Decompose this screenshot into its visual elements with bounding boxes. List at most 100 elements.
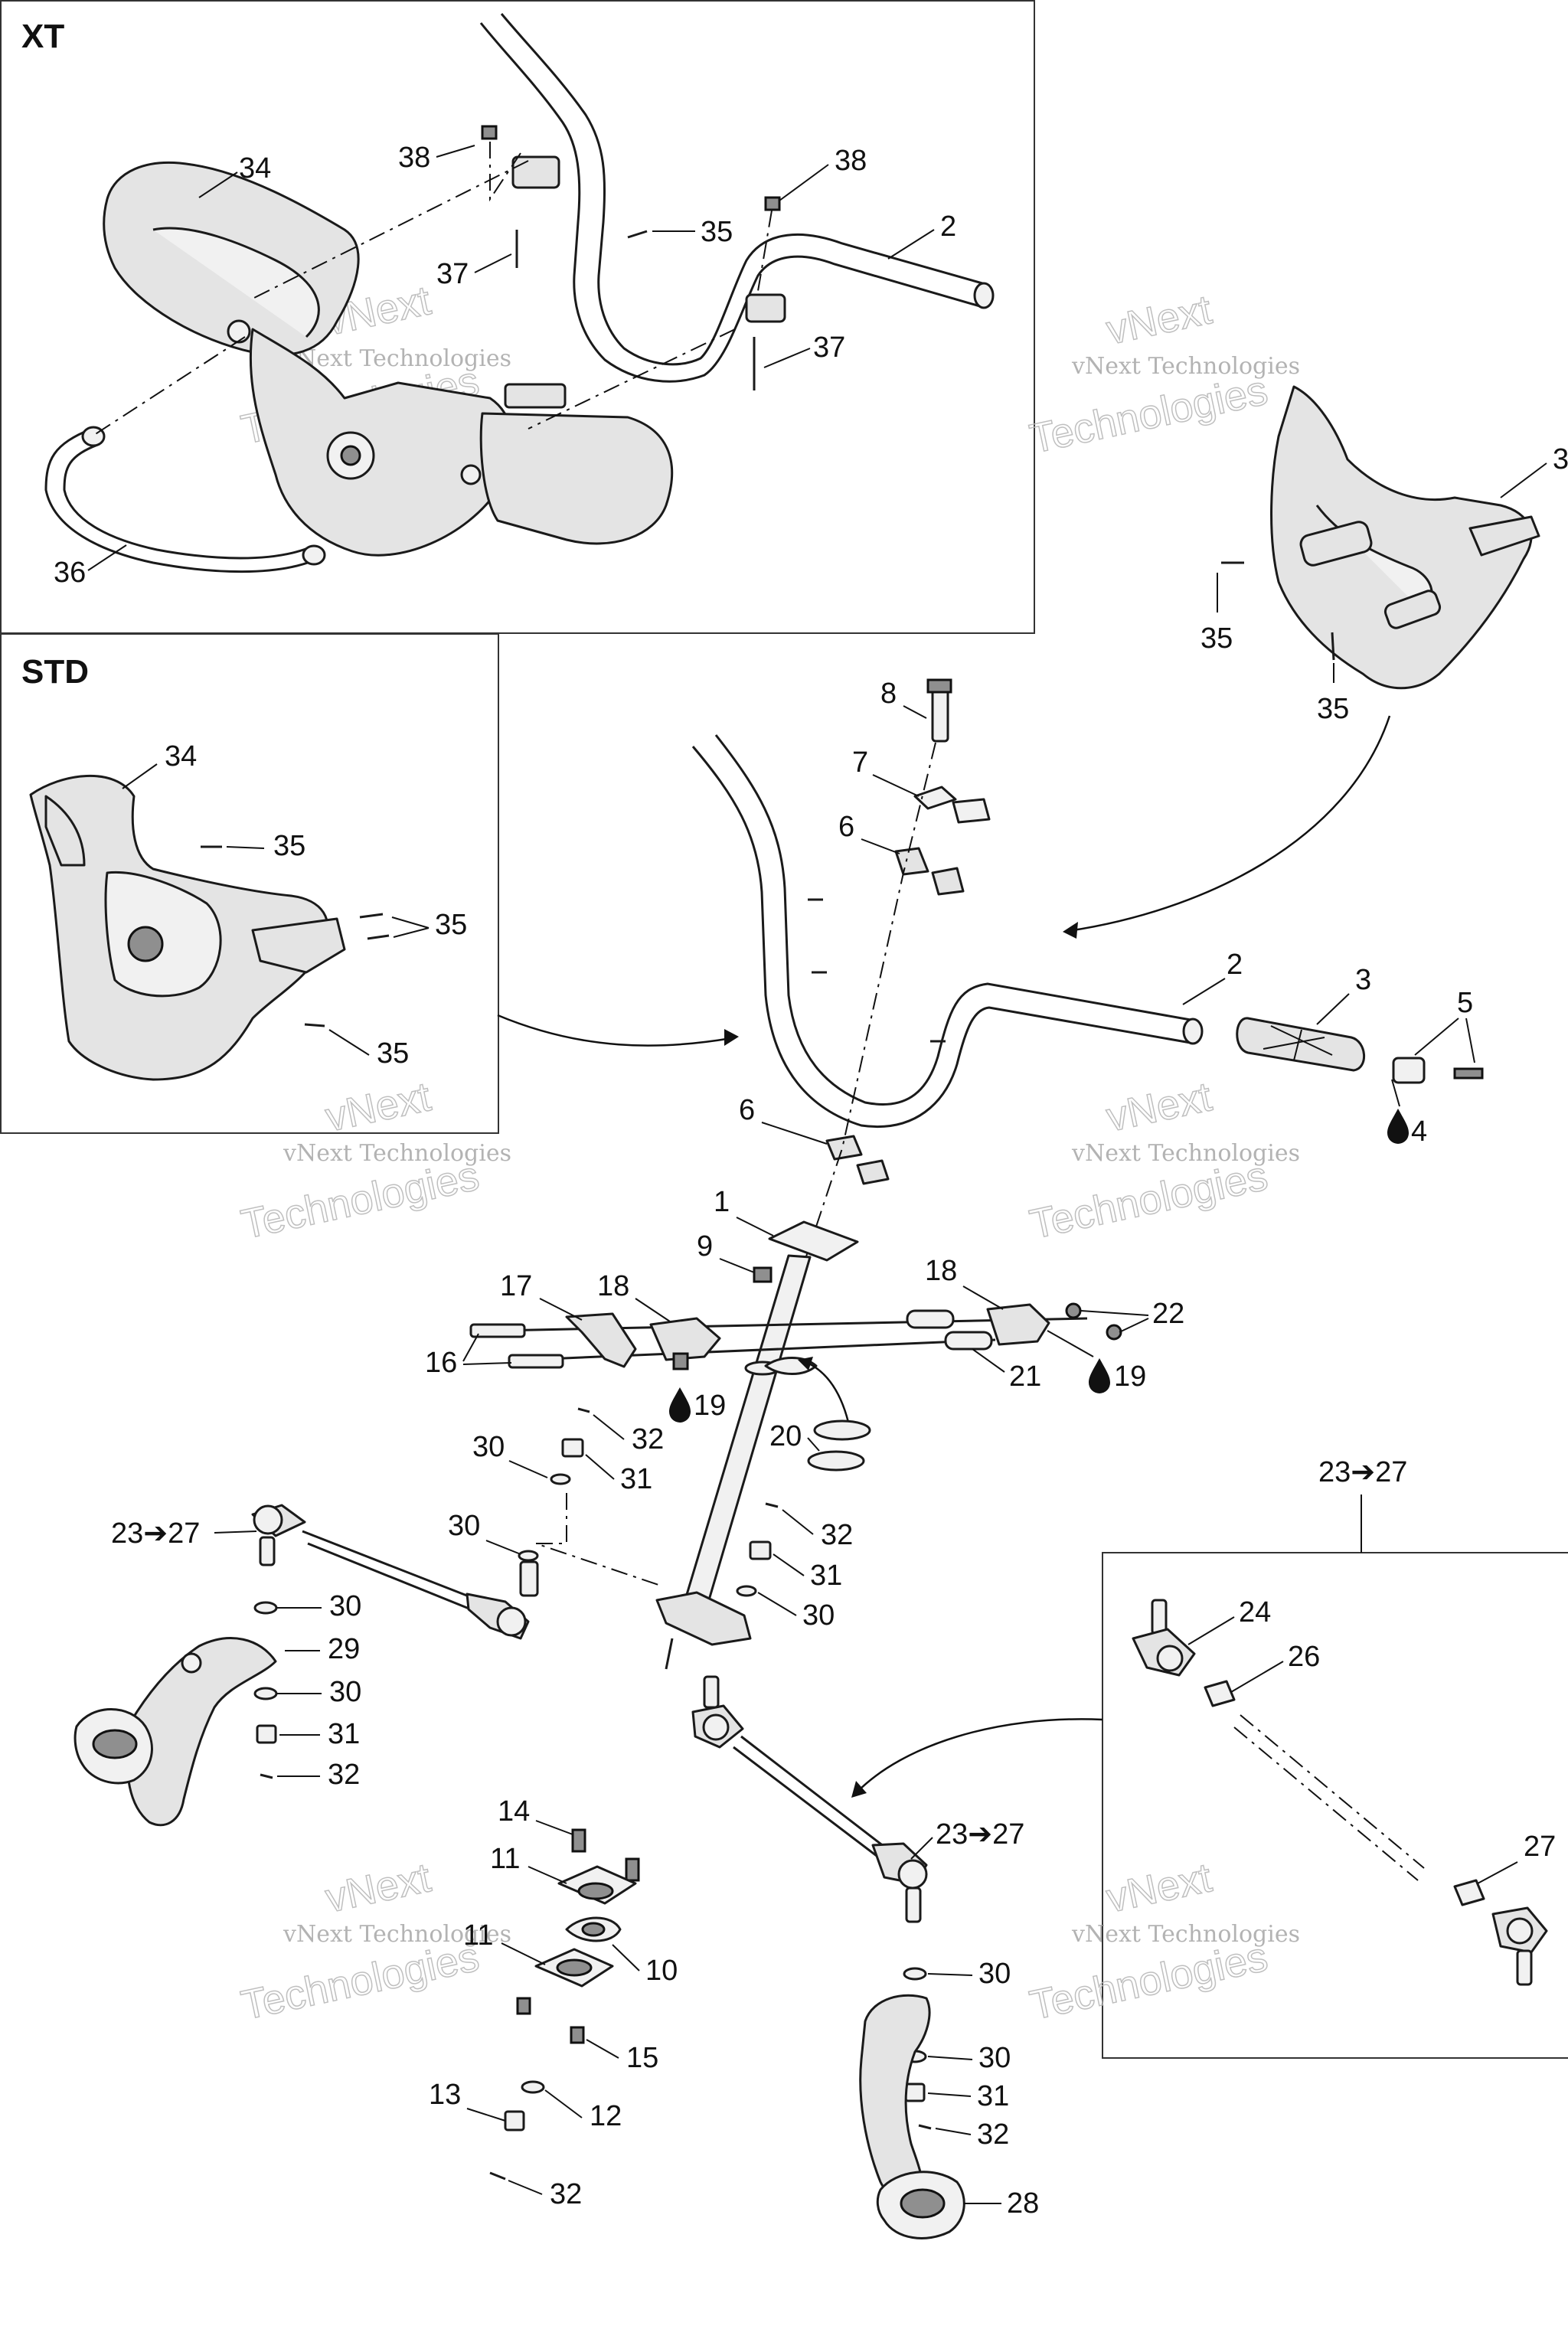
callout-32: 32	[632, 1423, 664, 1455]
callout-14: 14	[498, 1795, 530, 1828]
left-steering-knuckle	[74, 1637, 277, 1827]
svg-text:vNext Technologies: vNext Technologies	[1071, 1140, 1300, 1167]
callout-9: 9	[697, 1230, 713, 1263]
svg-text:vNext Technologies: vNext Technologies	[283, 1140, 511, 1167]
main-handlebar	[691, 734, 1204, 1128]
cotter-pin	[577, 1407, 590, 1413]
callout-19: 19	[694, 1390, 726, 1422]
callout-23-27: 23➔27	[936, 1818, 1024, 1851]
callout-38: 38	[835, 145, 867, 177]
lower-bearing	[489, 1828, 640, 2180]
callout-2: 2	[940, 211, 956, 243]
callout-3: 3	[1553, 443, 1568, 475]
callout-12: 12	[590, 2100, 622, 2132]
oil-drop-icon	[1089, 1358, 1110, 1393]
oil-drop-icon	[1387, 1109, 1409, 1144]
assembly-line	[489, 142, 521, 202]
callout-22: 22	[1152, 1298, 1184, 1330]
std-frame	[0, 633, 499, 1134]
callout-35: 35	[1200, 622, 1233, 655]
callout-35: 35	[435, 909, 467, 941]
assembly-line	[803, 742, 936, 1264]
callout-19: 19	[1114, 1361, 1146, 1393]
callout-35: 35	[377, 1037, 409, 1070]
callout-4: 4	[1411, 1116, 1427, 1148]
callout-28: 28	[1007, 2187, 1039, 2220]
callout-38: 38	[398, 142, 430, 174]
callout-arrow-icon	[497, 1014, 732, 1047]
svg-text:vNext Technologies: vNext Technologies	[283, 1921, 511, 1948]
column-support	[469, 1302, 1122, 1375]
svg-text:vNext: vNext	[322, 1854, 435, 1921]
callout-29: 29	[328, 1633, 360, 1665]
callout-32: 32	[550, 2178, 582, 2210]
svg-text:Technologies: Technologies	[237, 1934, 483, 2029]
callout-17: 17	[500, 1270, 532, 1302]
callout-35: 35	[701, 216, 733, 248]
ring	[807, 1450, 865, 1472]
assembly-line	[252, 160, 529, 299]
right-hand-guard	[1270, 385, 1540, 690]
svg-text:vNext: vNext	[1102, 1854, 1216, 1921]
assembly-line	[528, 328, 736, 430]
callout-31: 31	[977, 2080, 1009, 2112]
svg-text:Technologies: Technologies	[1026, 1153, 1272, 1248]
callout-32: 32	[977, 2118, 1009, 2151]
callout-35: 35	[273, 830, 305, 862]
xt-hardware	[481, 125, 781, 390]
callout-23-27: 23➔27	[111, 1517, 200, 1550]
bar-end-screw	[1453, 1067, 1484, 1080]
xt-frame	[0, 0, 1035, 634]
assembly-line	[757, 210, 773, 292]
callout-18: 18	[597, 1270, 629, 1302]
callout-23-27: 23➔27	[1318, 1456, 1407, 1488]
callout-arrow-icon	[857, 1718, 1103, 1792]
svg-text:Technologies: Technologies	[1026, 1934, 1272, 2029]
callout-15: 15	[626, 2042, 658, 2074]
bar-end-weight	[1392, 1057, 1426, 1084]
section-label-std: STD	[21, 653, 89, 691]
std-hand-guard	[29, 774, 346, 1081]
svg-text:Technologies: Technologies	[1026, 368, 1272, 462]
callout-32: 32	[821, 1519, 853, 1551]
svg-text:Technologies: Technologies	[237, 1153, 483, 1248]
callout-30: 30	[448, 1510, 480, 1542]
tie-rod-detail-frame	[1102, 1552, 1568, 2059]
callout-27: 27	[1524, 1831, 1556, 1863]
svg-text:vNext: vNext	[1102, 286, 1216, 353]
callout-31: 31	[810, 1560, 842, 1592]
callout-37: 37	[436, 258, 469, 290]
oil-drop-icon	[669, 1387, 691, 1423]
callout-34: 34	[239, 152, 271, 185]
callout-30: 30	[978, 2042, 1011, 2074]
steering-column	[655, 1220, 859, 1670]
callout-7: 7	[852, 746, 868, 779]
callout-11: 11	[463, 1919, 493, 1952]
callout-30: 30	[802, 1599, 835, 1632]
grip	[1236, 1017, 1366, 1072]
callout-arrow-icon	[803, 1360, 851, 1429]
callout-35: 35	[1317, 693, 1349, 725]
section-label-xt: XT	[21, 18, 64, 55]
callout-30: 30	[329, 1676, 361, 1708]
ring	[813, 1419, 871, 1441]
svg-text:vNext Technologies: vNext Technologies	[1071, 1921, 1300, 1948]
svg-text:vNext Technologies: vNext Technologies	[283, 345, 511, 372]
xt-handlebar	[479, 13, 995, 383]
callout-30: 30	[472, 1431, 505, 1463]
callout-34: 34	[165, 740, 197, 773]
assembly-line	[535, 1493, 659, 1586]
left-tie-rod	[251, 1504, 539, 1640]
callout-6: 6	[739, 1094, 755, 1126]
svg-text:vNext: vNext	[1102, 1073, 1216, 1140]
callout-24: 24	[1239, 1596, 1271, 1628]
callout-36: 36	[54, 557, 86, 589]
callout-2: 2	[1227, 949, 1243, 981]
assembly-line	[91, 336, 246, 437]
callout-26: 26	[1288, 1641, 1320, 1673]
callout-30: 30	[329, 1590, 361, 1622]
callout-31: 31	[328, 1718, 360, 1750]
svg-text:vNext Technologies: vNext Technologies	[1071, 353, 1300, 380]
callout-6: 6	[838, 811, 854, 843]
right-steering-knuckle	[859, 1994, 965, 2239]
